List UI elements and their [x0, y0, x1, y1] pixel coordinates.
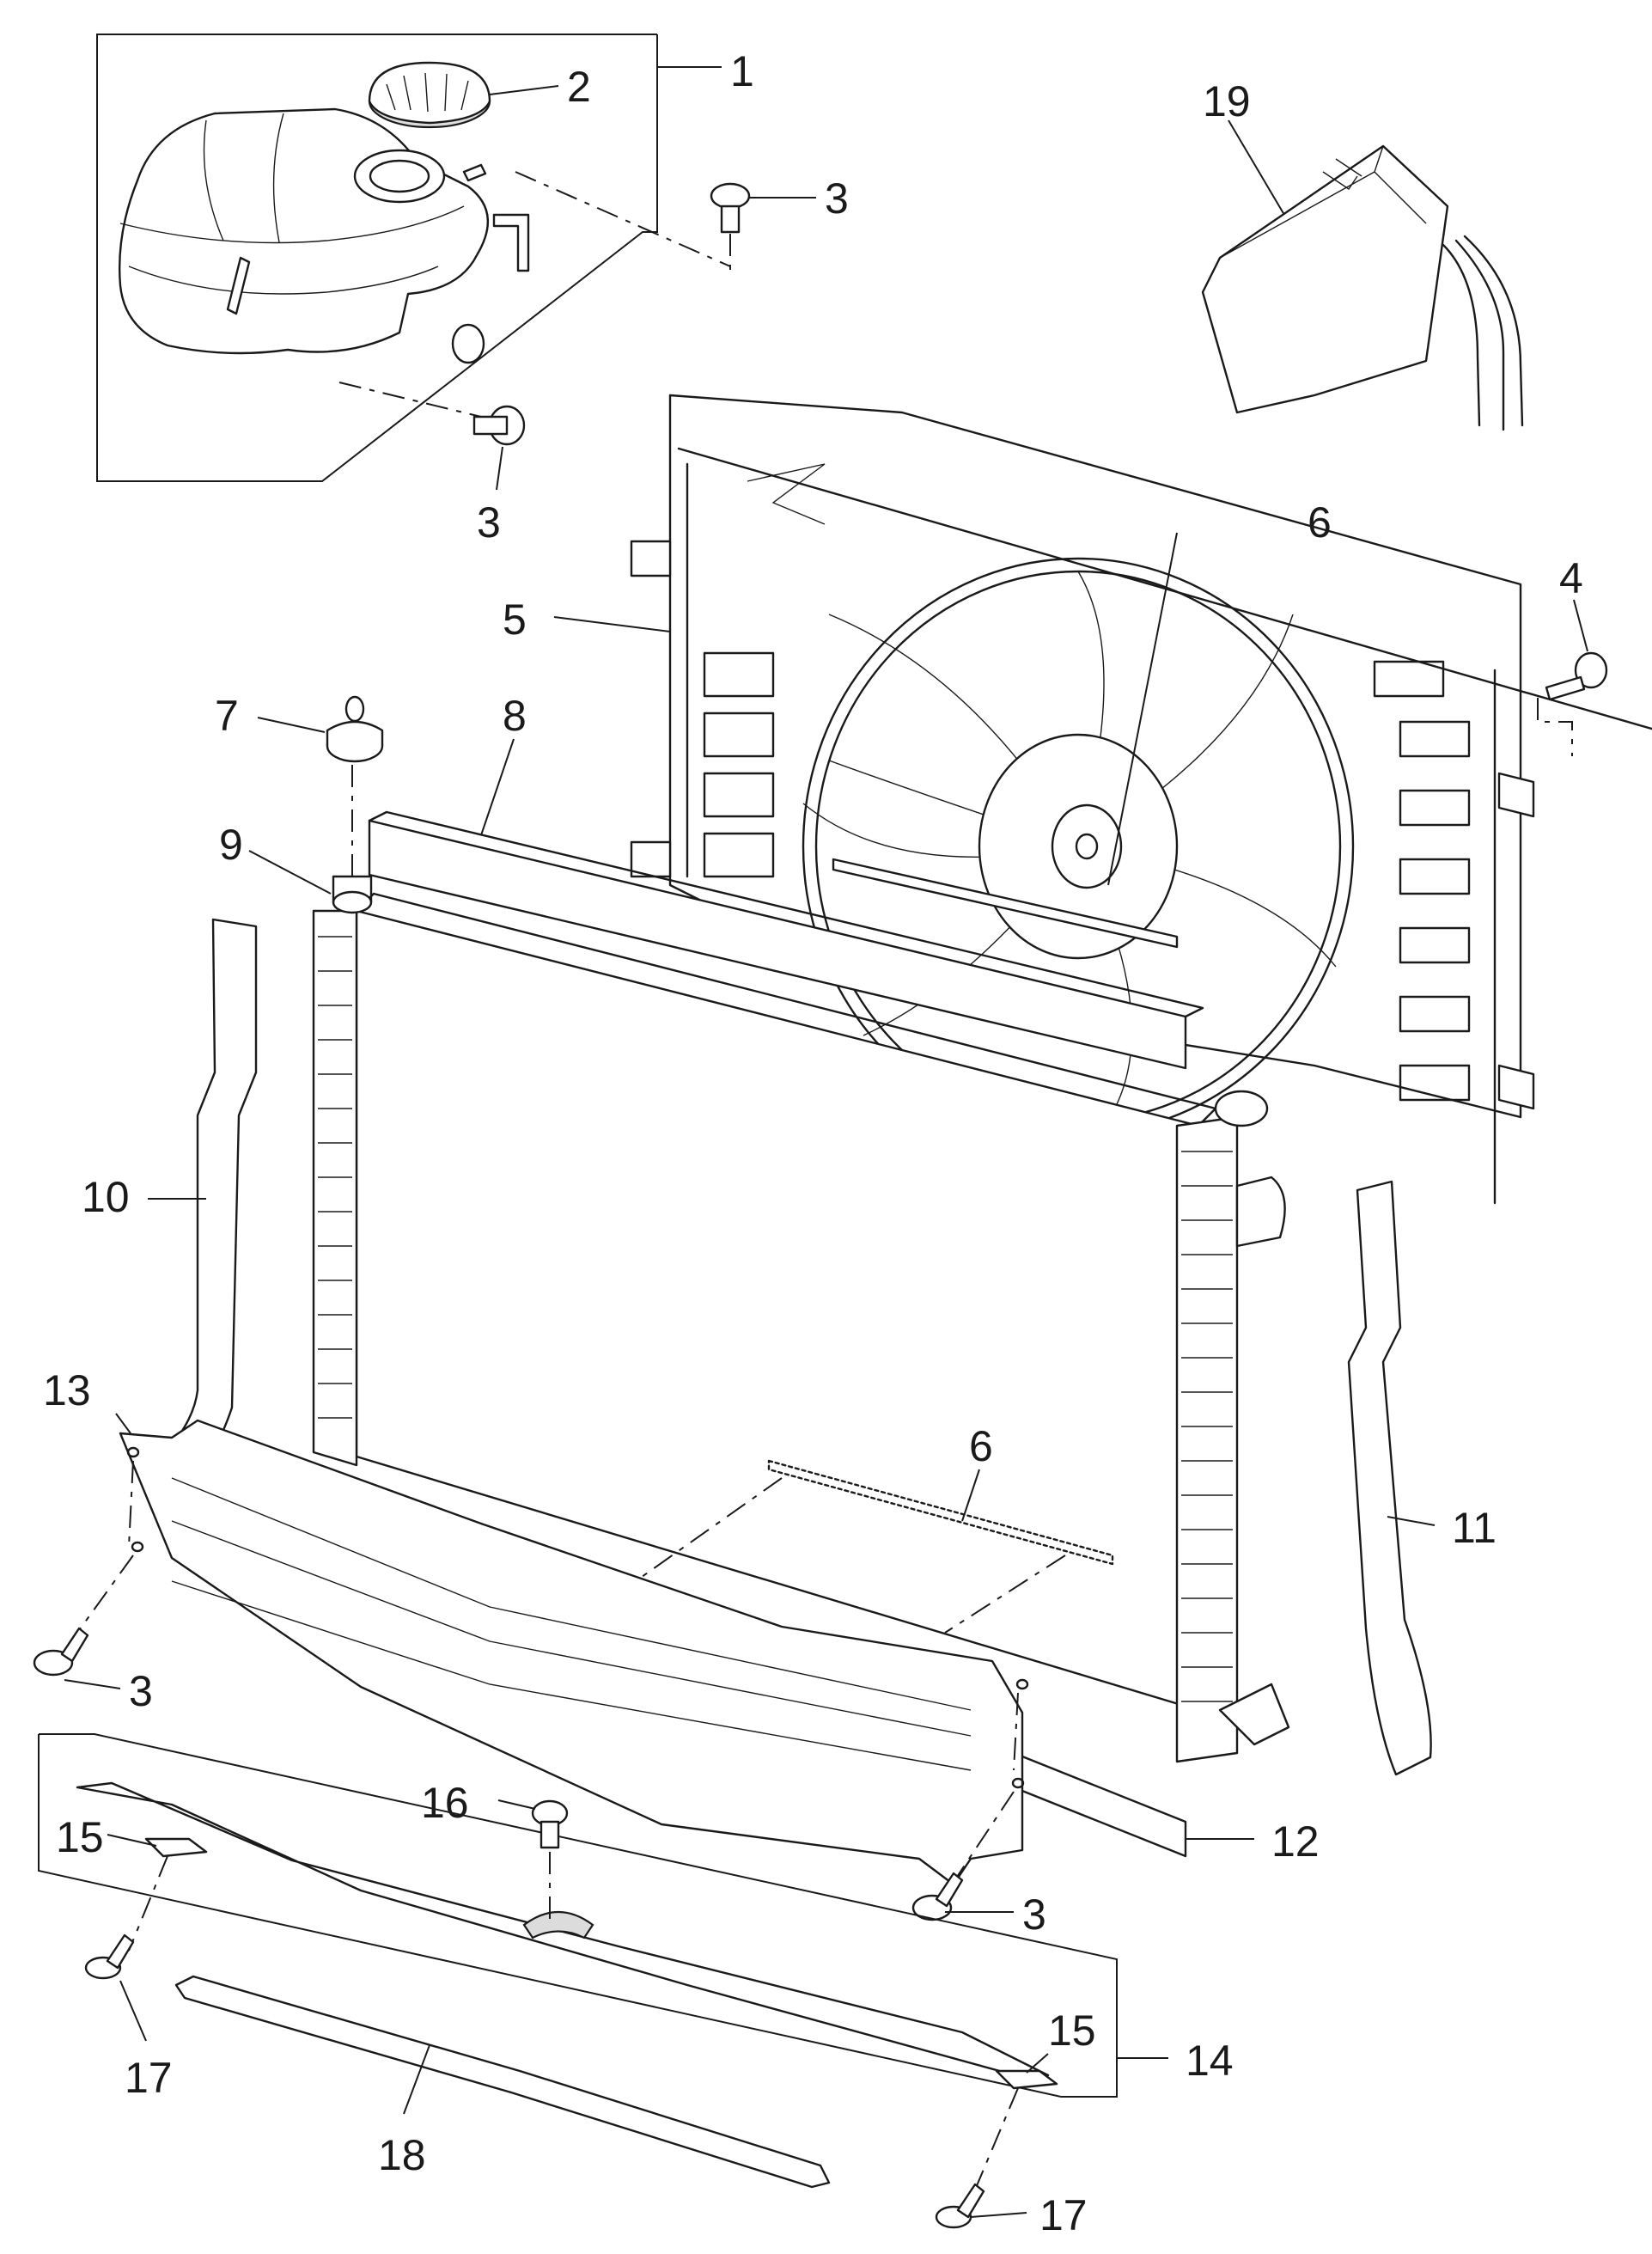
rubber-mount-7	[257, 695, 384, 885]
filler-cap	[368, 61, 559, 129]
callout-8: 8	[503, 692, 527, 740]
kit-frame-14	[38, 1733, 1168, 2098]
callout-15-left: 15	[56, 1813, 104, 1861]
control-module	[1201, 119, 1524, 431]
trim-strip-18	[174, 1975, 831, 2189]
clip-15-left	[107, 1834, 208, 1952]
callout-3-tank: 3	[477, 498, 501, 547]
kit-frame-1	[96, 34, 722, 482]
callout-2: 2	[567, 63, 591, 111]
callout-12: 12	[1271, 1817, 1320, 1866]
callout-3-lower-left: 3	[129, 1667, 153, 1715]
bolt-4	[1537, 599, 1608, 756]
callout-6-upper: 6	[1308, 498, 1332, 547]
callout-17-right: 17	[1039, 2191, 1088, 2239]
callout-1: 1	[730, 47, 754, 95]
callout-10: 10	[82, 1173, 130, 1221]
callout-3-lower-right: 3	[1022, 1891, 1046, 1939]
callout-9: 9	[219, 821, 243, 869]
callout-14: 14	[1186, 2037, 1234, 2085]
callout-15-right: 15	[1048, 2007, 1096, 2055]
push-clip-16	[497, 1799, 569, 1925]
seal-strip-upper	[832, 858, 1179, 949]
lower-reinforcement-13	[115, 1413, 1029, 1886]
callout-17-left: 17	[125, 2054, 173, 2102]
callout-13: 13	[43, 1366, 91, 1414]
callout-3-top: 3	[825, 174, 849, 223]
seal-strip-lower	[635, 1459, 1114, 1634]
radiator	[248, 850, 1290, 1763]
callout-5: 5	[503, 596, 527, 644]
air-deflector	[76, 1781, 1050, 2081]
callout-11: 11	[1452, 1504, 1497, 1552]
bolt-3-tank	[472, 405, 526, 491]
callout-7: 7	[215, 692, 239, 740]
bolt-3-lower-left	[33, 1460, 134, 1689]
shroud-right-slots	[1373, 660, 1471, 1102]
shroud-left-slots	[703, 651, 775, 878]
screw-17-left	[84, 1933, 147, 2042]
screw-17-right	[935, 2183, 1027, 2229]
callout-18: 18	[378, 2131, 426, 2179]
clip-15-right	[970, 2053, 1058, 2201]
callout-19: 19	[1203, 77, 1251, 125]
callout-6-lower: 6	[969, 1422, 993, 1470]
bolt-3-lower-right	[911, 1692, 1019, 1921]
expansion-tank	[118, 107, 731, 418]
seal-left-10	[148, 918, 258, 1478]
seal-right-11	[1347, 1180, 1436, 1776]
callout-labels: 1 2 3 3 3 3 4 5 6 6 7 8 9 10 11 12 13 14…	[43, 47, 1583, 2239]
callout-4: 4	[1559, 554, 1583, 602]
callout-16: 16	[421, 1779, 469, 1827]
foam-strip-upper	[368, 738, 1204, 1070]
bolt-3-top	[710, 182, 816, 275]
